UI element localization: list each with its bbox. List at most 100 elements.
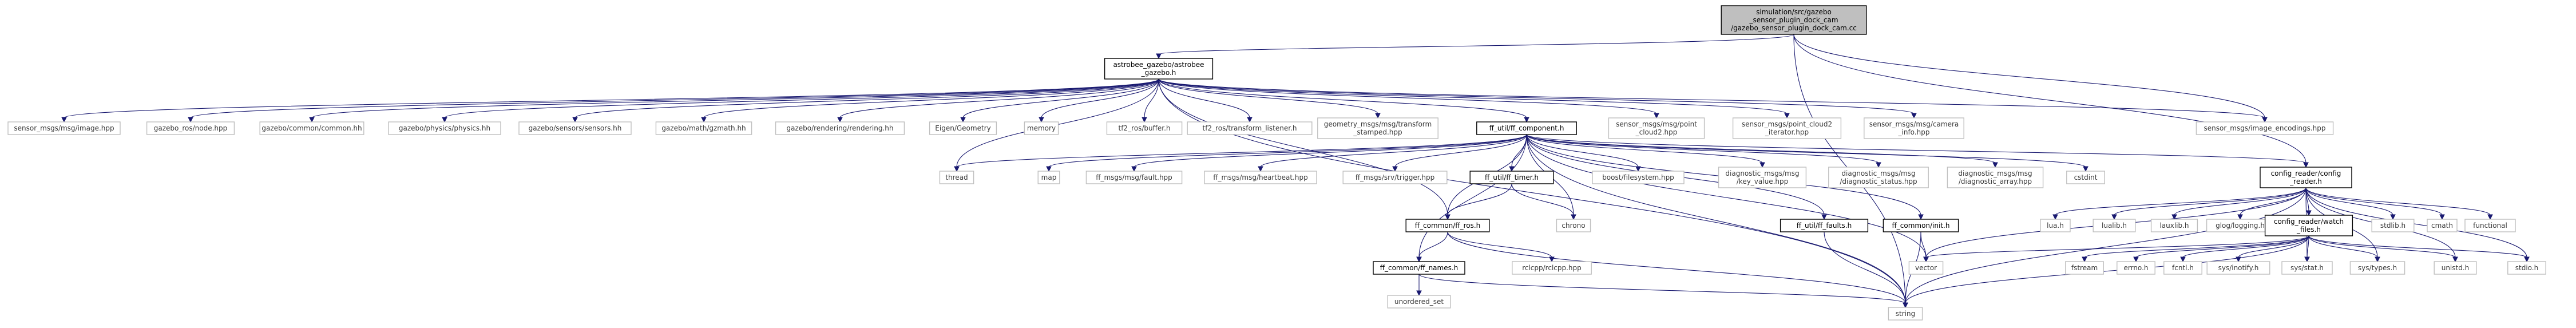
node-image-encodings: sensor_msgs/image_encodings.hpp	[2195, 121, 2334, 135]
edge-arrowhead	[1142, 117, 1147, 123]
node-box	[1204, 171, 1317, 184]
node-box	[2260, 167, 2352, 188]
edge-line	[1905, 187, 2306, 304]
node-label: boost/filesystem.hpp	[1602, 173, 1674, 181]
edge-ff-component-to-ff-names	[1416, 134, 1527, 263]
node-geometry-msgs: geometry_msgs/msg/transform_stamped.hpp	[1317, 117, 1438, 139]
node-label: _gazebo.h	[1141, 69, 1176, 77]
node-label: _info.hpp	[1898, 128, 1930, 136]
edge-arrowhead	[1784, 113, 1790, 119]
edge-arrowhead	[1571, 214, 1576, 220]
node-sys-stat: sys/stat.h	[2281, 261, 2333, 275]
edge-arrowhead	[2171, 214, 2177, 220]
node-box	[1104, 58, 1214, 80]
node-chrono: chrono	[1556, 219, 1591, 232]
node-stdio: stdio.h	[2507, 261, 2546, 275]
node-label: _reader.h	[2289, 177, 2322, 185]
edge-arrowhead	[1992, 162, 1998, 168]
node-eigen: Eigen/Geometry	[929, 121, 997, 135]
edge-arrowhead	[2390, 214, 2396, 220]
edge-watch-files-to-errno	[2133, 235, 2309, 263]
node-init[interactable]: ff_common/init.h	[1883, 219, 1959, 232]
node-label: fstream	[2071, 264, 2098, 272]
node-ff-faults[interactable]: ff_util/ff_faults.h	[1780, 219, 1869, 232]
edge-line	[64, 78, 1159, 118]
node-label: _iterator.hpp	[1765, 128, 1809, 136]
node-label: sensor_msgs/msg/camera	[1869, 120, 1959, 128]
node-root[interactable]: simulation/src/gazebo_sensor_plugin_dock…	[1721, 5, 1867, 35]
node-sys-types: sys/types.h	[2349, 261, 2405, 275]
edge-arrowhead	[1392, 166, 1398, 172]
node-label: ff_msgs/msg/heartbeat.hpp	[1213, 173, 1307, 181]
node-gazebo-rendering: gazebo/rendering/rendering.hh	[775, 121, 905, 135]
node-box	[2264, 215, 2353, 236]
edge-line	[1144, 78, 1159, 118]
edge-arrowhead	[309, 117, 315, 123]
node-box	[388, 121, 501, 135]
node-lualib: lualib.h	[2092, 219, 2136, 232]
edge-line	[2308, 235, 2527, 258]
node-label: simulation/src/gazebo	[1756, 8, 1832, 16]
edge-line	[2308, 235, 2456, 258]
node-label: /diagnostic_array.hpp	[1959, 177, 2032, 185]
edge-line	[2084, 235, 2309, 258]
node-label: sensor_msgs/msg/image.hpp	[14, 124, 114, 132]
dependency-nodes: simulation/src/gazebo_sensor_plugin_dock…	[7, 5, 2546, 321]
edge-line	[2305, 187, 2491, 216]
node-stdlib: stdlib.h	[2371, 219, 2415, 232]
node-label: stdlib.h	[2380, 222, 2405, 230]
node-config-reader[interactable]: config_reader/config_reader.h	[2260, 167, 2352, 188]
node-label: diagnostic_msgs/msg	[1725, 169, 1799, 177]
edge-line	[1511, 183, 1574, 216]
node-label: lua.h	[2047, 222, 2064, 230]
node-ff-timer[interactable]: ff_util/ff_timer.h	[1469, 171, 1554, 184]
edge-arrowhead	[2133, 256, 2139, 263]
node-box	[2117, 261, 2155, 275]
node-label: diagnostic_msgs/msg	[1841, 169, 1915, 177]
edge-arrowhead	[1918, 214, 1924, 220]
edge-arrowhead	[2306, 210, 2312, 216]
edge-ff-component-to-ff-trigger	[1392, 134, 1527, 172]
edge-line	[574, 78, 1159, 118]
node-box	[2427, 219, 2458, 232]
node-label: tf2_ros/buffer.h	[1119, 124, 1171, 132]
edge-arrowhead	[1911, 113, 1917, 119]
node-label: ff_msgs/msg/fault.hpp	[1096, 173, 1172, 181]
node-ff-ros[interactable]: ff_common/ff_ros.h	[1405, 219, 1490, 232]
edge-watch-files-to-vector	[1923, 235, 2309, 263]
edge-line	[1447, 231, 1552, 258]
node-label: /diagnostic_status.hpp	[1840, 177, 1917, 185]
edge-ff-names-to-unordered-set	[1416, 274, 1422, 297]
edge-arrowhead	[1258, 166, 1263, 172]
edge-line	[311, 78, 1159, 118]
edge-arrowhead	[1046, 166, 1052, 172]
edge-astrobee-gazebo-to-gazebo-common	[309, 78, 1159, 123]
edge-ff-component-to-ff-fault	[1131, 134, 1527, 172]
edge-config-reader-to-cmath	[2305, 187, 2445, 220]
node-box	[259, 121, 364, 135]
edge-line	[1158, 78, 1788, 114]
edge-config-reader-to-stdlib	[2305, 187, 2396, 220]
edge-astrobee-gazebo-to-eigen	[960, 78, 1159, 123]
node-ff-component[interactable]: ff_util/ff_component.h	[1476, 121, 1577, 135]
node-ff-names[interactable]: ff_common/ff_names.h	[1373, 261, 1465, 275]
edge-arrowhead	[1039, 117, 1044, 123]
edge-ff-component-to-diag-kv	[1526, 134, 1765, 168]
edge-watch-files-to-sys-types	[2308, 235, 2380, 263]
edge-astrobee-gazebo-to-image-encodings	[1158, 78, 2268, 123]
node-label: vector	[1915, 264, 1937, 272]
edge-astrobee-gazebo-to-ff-component	[1158, 78, 1529, 123]
node-lauxlib: lauxlib.h	[2150, 219, 2198, 232]
edge-watch-files-to-unistd	[2308, 235, 2458, 263]
edge-watch-files-to-inotify	[2236, 235, 2309, 263]
node-label: _cloud2.hpp	[1635, 128, 1678, 136]
node-box	[1187, 121, 1313, 135]
node-point-cloud2: sensor_msgs/msg/point_cloud2.hpp	[1608, 117, 1705, 139]
edge-astrobee-gazebo-to-memory	[1039, 78, 1159, 123]
node-fcntl: fcntl.h	[2163, 261, 2202, 275]
node-watch-files[interactable]: config_reader/watch_files.h	[2264, 215, 2353, 236]
node-label: gazebo/common/common.hh	[261, 124, 362, 132]
node-box	[2040, 219, 2071, 232]
node-astrobee-gazebo[interactable]: astrobee_gazebo/astrobee_gazebo.h	[1104, 58, 1214, 80]
